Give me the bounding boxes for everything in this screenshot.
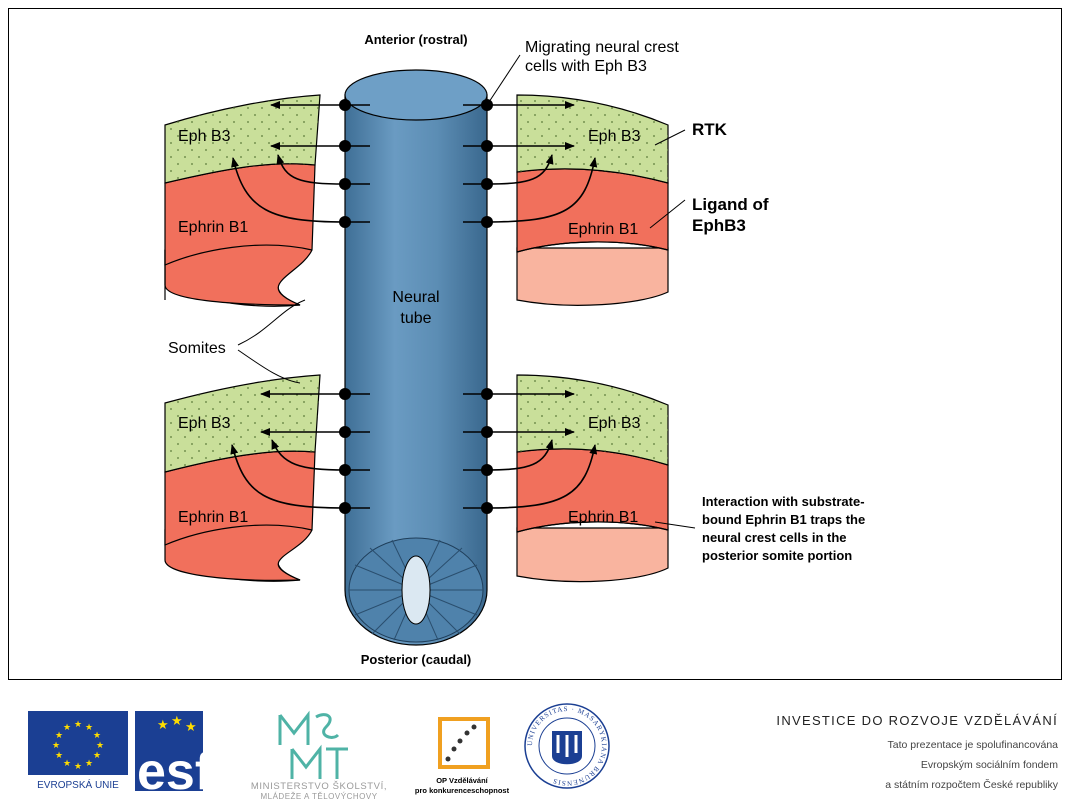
somite-top-right [516, 94, 669, 306]
interaction-label-line3: neural crest cells in the [702, 530, 847, 545]
somite-bottom-face [516, 527, 669, 583]
esf-label: esf [137, 743, 213, 791]
op-line1: OP Vzdělávání [436, 776, 488, 785]
neural-tube [344, 69, 488, 646]
posterior-label: Posterior (caudal) [361, 652, 472, 667]
svg-text:★: ★ [171, 714, 183, 729]
muni-logo: UNIVERSITAS · MASARYKIANA BRUNENSIS [522, 701, 612, 791]
somite-bottom-face [516, 247, 669, 306]
ligand-label-line1: Ligand of [692, 195, 769, 214]
tube-lumen [401, 555, 431, 625]
ligand-leader [649, 199, 686, 229]
svg-text:★: ★ [96, 741, 104, 751]
cofund-line3: a státním rozpočtem České republiky [885, 779, 1058, 791]
svg-text:★: ★ [74, 720, 82, 730]
svg-text:★: ★ [93, 751, 101, 761]
svg-text:★: ★ [93, 731, 101, 741]
ephrin-b1-label-br: Ephrin B1 [568, 509, 638, 526]
migrating-label-line2: cells with Eph B3 [525, 58, 647, 75]
svg-text:★: ★ [157, 718, 169, 733]
somites-label: Somites [168, 340, 226, 357]
cofund-line2: Evropským sociálním fondem [920, 759, 1058, 771]
svg-text:★: ★ [52, 741, 60, 751]
svg-text:★: ★ [74, 762, 82, 772]
left-arrows [260, 101, 370, 436]
ephrin-b1-label-tl: Ephrin B1 [178, 219, 248, 236]
esf-logo: ★★★ esf [135, 711, 230, 801]
svg-text:★: ★ [185, 720, 197, 735]
curved-arrows [230, 154, 598, 509]
svg-text:★: ★ [55, 731, 63, 741]
svg-text:★: ★ [63, 759, 71, 769]
somite-top-left [164, 94, 321, 307]
interaction-label-line1: Interaction with substrate- [702, 494, 865, 509]
interaction-label-line2: bound Ephrin B1 traps the [702, 512, 865, 527]
interaction-label-line4: posterior somite portion [702, 548, 852, 563]
somite-bottom-left [164, 374, 321, 582]
neural-tube-label-line1: Neural [392, 289, 439, 306]
somite-bottom-right [516, 374, 669, 583]
neural-tube-label-line2: tube [400, 310, 431, 327]
svg-text:★: ★ [85, 759, 93, 769]
ephrin-b1-label-bl: Ephrin B1 [178, 509, 248, 526]
ligand-label-line2: EphB3 [692, 216, 746, 235]
migrating-label-line1: Migrating neural crest [525, 39, 679, 56]
rtk-leader [654, 129, 686, 146]
msmt-line2: MLÁDEŽE A TĚLOVÝCHOVY [260, 792, 377, 801]
op-vzdelavani-logo: OP Vzdělávání pro konkurenceschopnost [408, 711, 516, 799]
interaction-leader [654, 521, 696, 529]
eph-b3-label-tl: Eph B3 [178, 128, 231, 145]
svg-text:★: ★ [55, 751, 63, 761]
svg-text:★: ★ [63, 723, 71, 733]
msmt-logo: MINISTERSTVO ŠKOLSTVÍ, MLÁDEŽE A TĚLOVÝC… [232, 705, 407, 801]
eu-label: EVROPSKÁ UNIE [37, 778, 119, 791]
rtk-label: RTK [692, 120, 728, 139]
somites-leader-bottom [237, 349, 301, 384]
eu-logo: ★★★ ★★★ ★★★ ★★★ EVROPSKÁ UNIE [28, 711, 128, 791]
ephrin-b1-label-tr: Ephrin B1 [568, 221, 638, 238]
investice-heading: INVESTICE DO ROZVOJE VZDĚLÁVÁNÍ [776, 713, 1058, 728]
eph-b3-label-bl: Eph B3 [178, 415, 231, 432]
eph-b3-label-tr: Eph B3 [588, 128, 641, 145]
anterior-label: Anterior (rostral) [364, 32, 467, 47]
slide-frame [8, 8, 1062, 680]
cofund-line1: Tato prezentace je spolufinancována [887, 739, 1058, 751]
neural-crest-cells [339, 99, 493, 514]
eph-b3-label-br: Eph B3 [588, 415, 641, 432]
svg-text:★: ★ [85, 723, 93, 733]
op-line2: pro konkurenceschopnost [415, 786, 510, 795]
neural-crest-diagram: Anterior (rostral) Posterior (caudal) Mi… [164, 32, 865, 667]
msmt-line1: MINISTERSTVO ŠKOLSTVÍ, [251, 781, 387, 792]
footer: ★★★ ★★★ ★★★ ★★★ EVROPSKÁ UNIE ★★★ esf [0, 683, 1070, 807]
ephrin-b1-region [516, 168, 669, 253]
somites-leader-top [237, 299, 306, 346]
migrating-leader [486, 54, 521, 106]
